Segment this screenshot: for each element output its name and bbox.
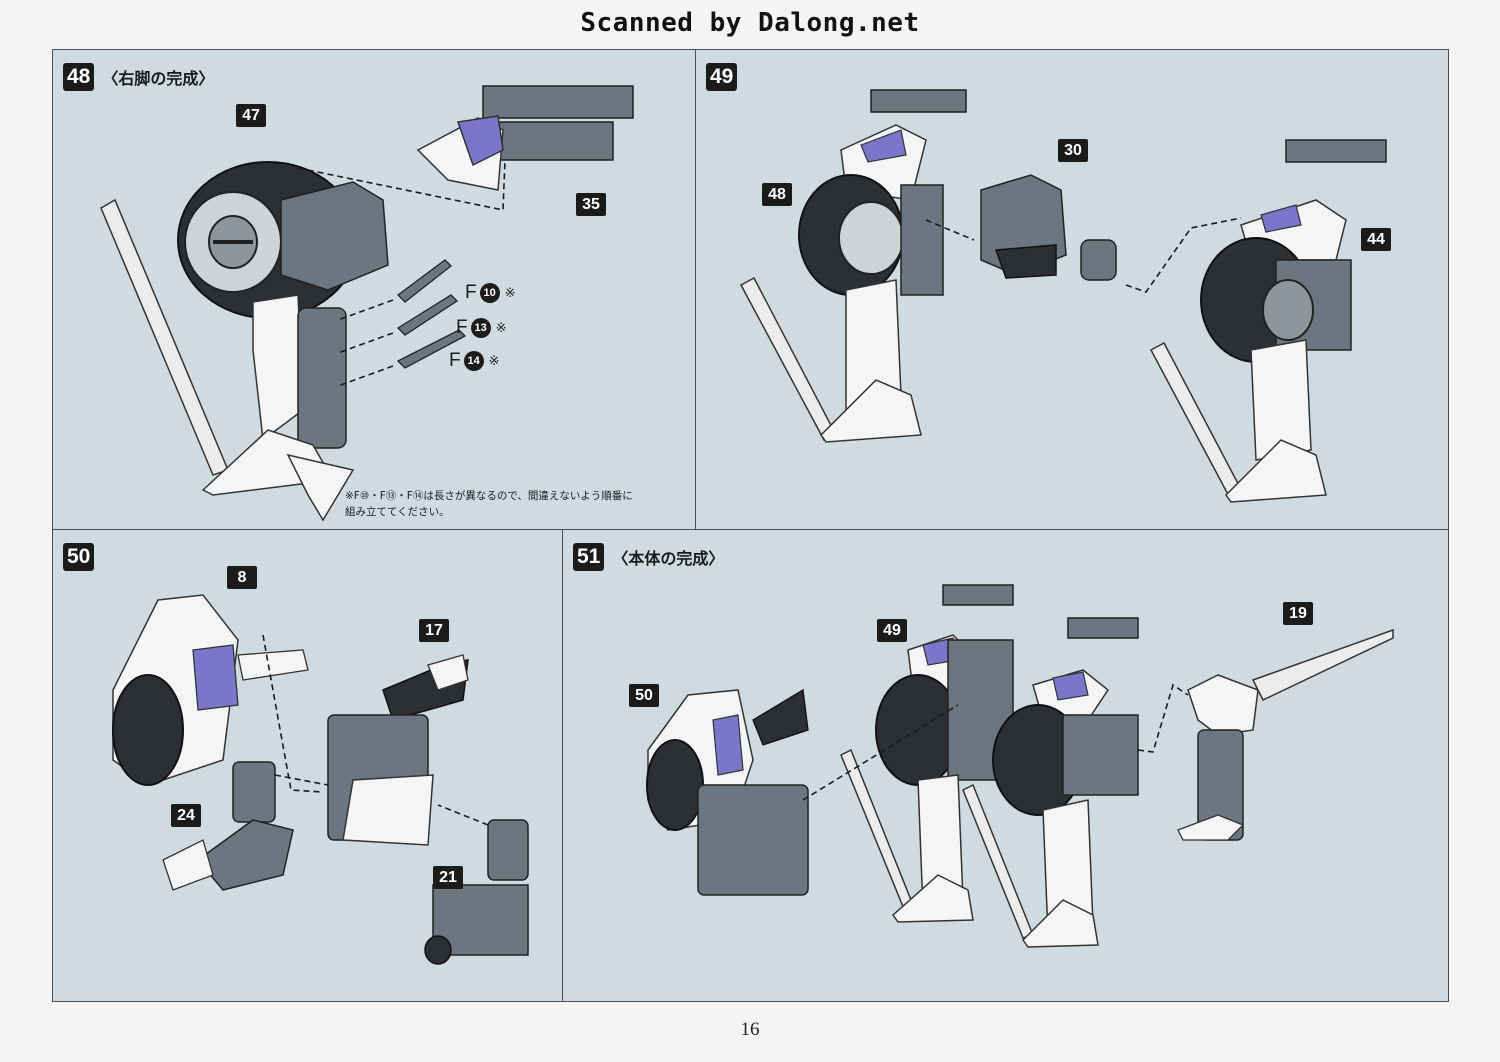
- upper-body-assembly: [646, 688, 809, 896]
- guide-line-50-49: [802, 704, 959, 801]
- note-mark: ※: [504, 285, 516, 300]
- step-51-panel: 51 〈本体の完成〉: [562, 529, 1449, 1002]
- guide-line-35: [297, 159, 506, 211]
- foot-claw: [286, 453, 355, 522]
- step-48-title: 〈右脚の完成〉: [102, 69, 215, 88]
- guide-line-30-44: [1125, 217, 1242, 293]
- runner-letter: F: [465, 282, 477, 303]
- part-callout-8: 8: [227, 566, 257, 589]
- step-48-illustration: [100, 85, 634, 522]
- pin-f10: [397, 259, 452, 303]
- part-17-body: [327, 654, 469, 846]
- pin-f13: [396, 294, 459, 336]
- pin-f14: [396, 329, 467, 369]
- part-callout-21: 21: [433, 866, 463, 889]
- step-48-header: 48 〈右脚の完成〉: [63, 63, 214, 91]
- step-48-number: 48: [63, 63, 95, 91]
- leg-joint-column: [297, 307, 347, 449]
- runner-letter: F: [449, 350, 461, 371]
- part-callout-24: 24: [171, 804, 201, 827]
- step-49-number: 49: [706, 63, 738, 91]
- part-label-f14: F 14 ※: [449, 350, 500, 372]
- part-callout-48: 48: [762, 183, 792, 206]
- left-leg-assembly: [1149, 139, 1387, 503]
- part-number-circle: 13: [470, 318, 491, 338]
- part-callout-30: 30: [1058, 139, 1088, 162]
- part-35-gun: [416, 85, 634, 191]
- scan-watermark: Scanned by Dalong.net: [580, 8, 920, 38]
- step-50-illustration: [112, 594, 529, 965]
- right-leg-assembly: [739, 89, 967, 443]
- step-49-header: 49: [706, 63, 738, 91]
- step-49-illustration: [739, 89, 1387, 503]
- part-number-circle: 14: [463, 351, 484, 371]
- part-callout-49: 49: [877, 619, 907, 642]
- part-callout-19: 19: [1283, 602, 1313, 625]
- step-51-illustration: [646, 584, 1394, 948]
- page-number: 16: [740, 1019, 760, 1040]
- step-50-header: 50: [63, 543, 95, 571]
- part-callout-44: 44: [1361, 228, 1391, 251]
- assembly-note: ※F⑩・F⑬・F⑭は長さが異なるので、間違えないよう順番に 組み立ててください。: [345, 488, 690, 520]
- hip-block: [280, 181, 389, 291]
- part-21-gun-arm: [424, 819, 529, 965]
- step-48-panel: 48 〈右脚の完成〉: [52, 49, 697, 531]
- part-label-f10: F 10 ※: [465, 282, 516, 304]
- guide-line-48-30: [925, 219, 975, 241]
- part-24-claw-arm: [162, 761, 294, 891]
- part-callout-17: 17: [419, 619, 449, 642]
- note-mark: ※: [488, 353, 500, 368]
- part-callout-35: 35: [576, 193, 606, 216]
- guide-line-8-17: [262, 634, 324, 793]
- part-label-f13: F 13 ※: [456, 317, 507, 339]
- note-line-1: ※F⑩・F⑬・F⑭は長さが異なるので、間違えないよう順番に: [345, 490, 633, 502]
- part-19-tail: [1177, 628, 1394, 841]
- step-50-panel: 50 8 17 24: [52, 529, 564, 1002]
- step-51-title: 〈本体の完成〉: [612, 549, 725, 568]
- part-30-hip: [980, 174, 1117, 281]
- part-number-circle: 10: [479, 283, 500, 303]
- part-callout-50: 50: [629, 684, 659, 707]
- note-mark: ※: [495, 320, 507, 335]
- step-51-number: 51: [573, 543, 605, 571]
- note-line-2: 組み立ててください。: [345, 506, 450, 518]
- guide-line-49-19: [1137, 683, 1189, 753]
- part-8-front-cowl: [112, 594, 309, 786]
- step-50-number: 50: [63, 543, 95, 571]
- step-49-panel: 49: [695, 49, 1449, 531]
- guide-line-24-17: [274, 774, 329, 786]
- part-callout-47: 47: [236, 104, 266, 127]
- guide-line-21-17: [437, 804, 489, 826]
- runner-letter: F: [456, 317, 468, 338]
- step-51-header: 51 〈本体の完成〉: [573, 543, 724, 571]
- leg-armor: [252, 294, 304, 442]
